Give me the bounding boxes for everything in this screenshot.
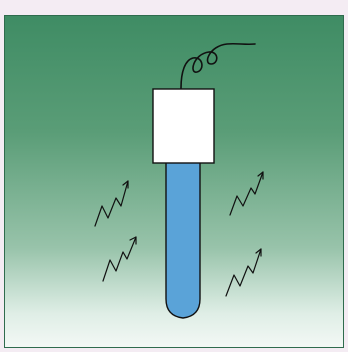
heat-wave-icon [225, 248, 262, 297]
heat-wave-icon [229, 171, 264, 216]
diagram-panel [4, 15, 344, 348]
probe-head-icon [152, 88, 215, 164]
diagram-canvas [94, 42, 264, 319]
heat-wave-icon [94, 180, 129, 227]
heat-wave-icon [102, 236, 137, 282]
probe-stem-icon [165, 161, 201, 319]
coiled-wire-icon [180, 42, 256, 89]
